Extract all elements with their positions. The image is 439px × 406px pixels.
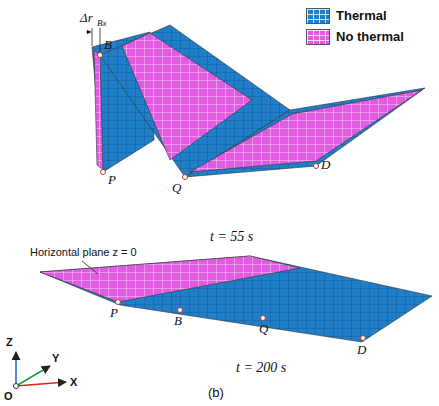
point-markers: [116, 300, 366, 341]
legend: Thermal No thermal: [306, 5, 404, 47]
dimension-subscript: Bx: [97, 19, 107, 29]
time-label: t = 55 s: [210, 229, 253, 244]
axis-label: Z: [6, 336, 13, 348]
dimension-symbol: Δr: [80, 11, 93, 25]
legend-text: No thermal: [336, 29, 404, 44]
point-label: B: [104, 38, 112, 52]
point-label: D: [357, 343, 366, 357]
leader-line: [82, 261, 98, 274]
axis-label: Y: [52, 352, 59, 364]
deployed-structure: [40, 256, 432, 342]
point-label: D: [321, 158, 330, 172]
point-markers: [98, 53, 319, 180]
axis-label: O: [4, 390, 13, 402]
point-label: P: [108, 173, 116, 187]
point-label: Q: [172, 181, 181, 195]
legend-swatch: [306, 29, 330, 45]
legend-swatch: [306, 8, 330, 24]
point-label: Q: [259, 322, 268, 336]
folded-structure: [92, 25, 425, 177]
point-label: B: [174, 314, 182, 328]
panel-label: (b): [208, 386, 224, 400]
legend-row: Thermal: [306, 5, 404, 26]
delta-dimension: [86, 28, 100, 52]
plane-label: Horizontal plane z = 0: [30, 246, 137, 258]
legend-row: No thermal: [306, 26, 404, 47]
legend-text: Thermal: [336, 8, 387, 23]
axis-label: X: [70, 376, 77, 388]
point-label: P: [110, 306, 118, 320]
axis-triad: [14, 352, 67, 389]
time-label: t = 200 s: [236, 360, 286, 375]
